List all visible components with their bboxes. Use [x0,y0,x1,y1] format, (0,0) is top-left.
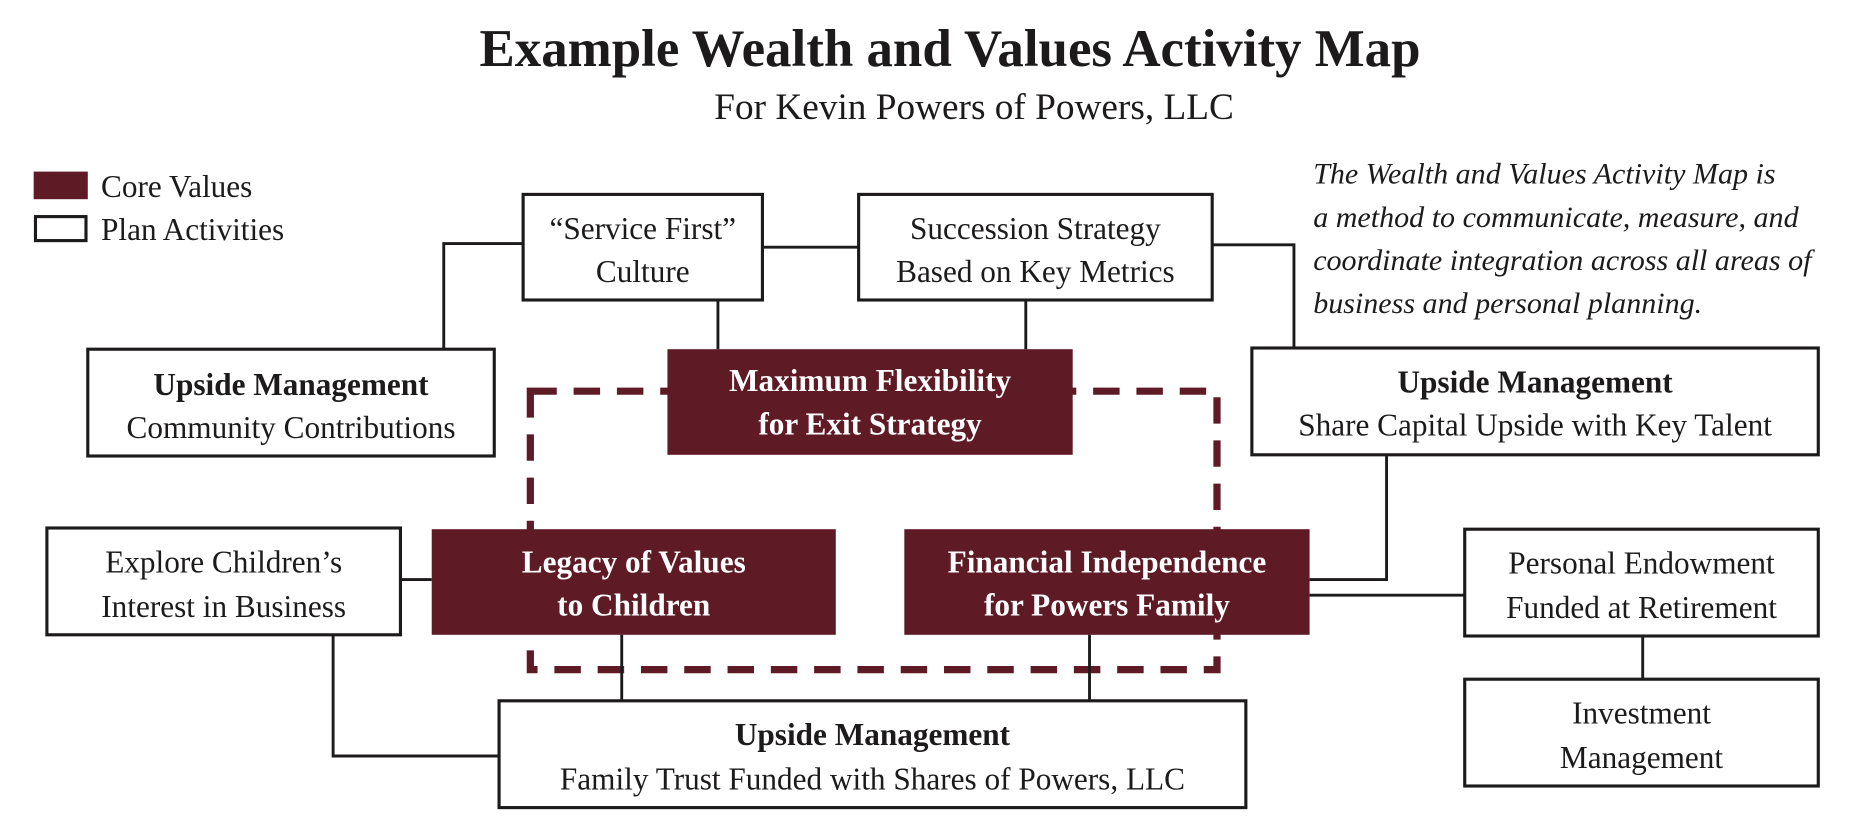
svg-text:to Children: to Children [557,588,710,623]
core-value-financial-independence[interactable]: Financial Independence for Powers Family [904,529,1310,635]
description-note: The Wealth and Values Activity Map is a … [1313,158,1815,321]
plan-activity-investment-management[interactable]: Investment Management [1463,677,1820,788]
svg-text:Funded at Retirement: Funded at Retirement [1506,590,1777,625]
svg-text:Management: Management [1560,740,1723,775]
plan-activity-succession-strategy[interactable]: Succession Strategy Based on Key Metrics [857,192,1214,302]
connectors [331,242,1645,758]
svg-text:Upside Management: Upside Management [153,367,429,402]
svg-text:Family Trust Funded with Share: Family Trust Funded with Shares of Power… [560,762,1185,797]
svg-text:Based on Key Metrics: Based on Key Metrics [896,254,1175,289]
connector-line [1212,243,1296,348]
svg-text:Investment: Investment [1572,696,1711,731]
connector-line [331,634,500,758]
plan-activity-share-capital[interactable]: Upside Management Share Capital Upside w… [1250,346,1820,457]
legend: Core Values Plan Activities [33,169,284,247]
svg-text:Culture: Culture [596,254,690,289]
note-line: The Wealth and Values Activity Map is [1313,158,1775,191]
svg-text:Explore Children’s: Explore Children’s [105,544,342,579]
legend-core-values-label: Core Values [101,169,252,204]
svg-text:Maximum Flexibility: Maximum Flexibility [729,363,1011,398]
core-value-legacy[interactable]: Legacy of Values to Children [431,529,836,635]
note-line: coordinate integration across all areas … [1313,244,1815,277]
svg-text:“Service First”: “Service First” [549,211,736,246]
page-title: Example Wealth and Values Activity Map [479,20,1420,78]
svg-text:Legacy of Values: Legacy of Values [522,544,746,579]
plan-activity-personal-endowment[interactable]: Personal Endowment Funded at Retirement [1463,527,1820,638]
svg-text:Upside Management: Upside Management [1397,364,1673,399]
svg-text:for Exit Strategy: for Exit Strategy [758,406,982,441]
plan-activity-explore-children[interactable]: Explore Children’s Interest in Business [45,526,403,637]
svg-text:for Powers Family: for Powers Family [984,588,1230,623]
core-value-max-flexibility[interactable]: Maximum Flexibility for Exit Strategy [667,349,1073,455]
svg-text:Share Capital Upside with Key: Share Capital Upside with Key Talent [1298,408,1772,443]
note-line: a method to communicate, measure, and [1313,201,1799,234]
plan-activities-swatch-icon [33,215,88,243]
plan-activity-community-contributions[interactable]: Upside Management Community Contribution… [86,347,496,458]
svg-text:Upside Management: Upside Management [735,717,1011,752]
note-line: business and personal planning. [1313,287,1702,320]
connector-line [442,242,524,350]
plan-activity-family-trust[interactable]: Upside Management Family Trust Funded wi… [497,699,1248,810]
page-subtitle: For Kevin Powers of Powers, LLC [714,87,1234,128]
svg-text:Financial Independence: Financial Independence [948,544,1267,579]
svg-text:Succession Strategy: Succession Strategy [910,211,1161,246]
svg-text:Community Contributions: Community Contributions [126,410,455,445]
core-values-swatch-icon [33,171,88,200]
plan-activity-service-first[interactable]: “Service First” Culture [521,192,764,302]
svg-text:Personal Endowment: Personal Endowment [1508,546,1775,581]
svg-text:Interest in Business: Interest in Business [101,589,346,624]
legend-plan-activities-label: Plan Activities [101,212,284,247]
connector-line [1309,454,1388,582]
